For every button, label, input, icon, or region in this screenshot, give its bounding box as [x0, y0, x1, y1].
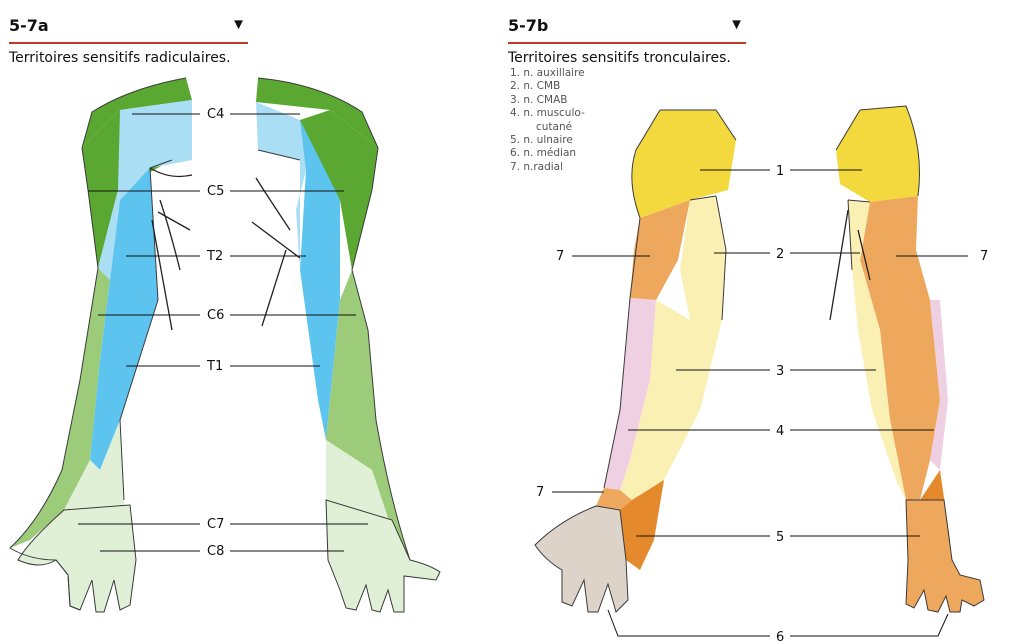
label-7-wrist: 7: [536, 485, 544, 500]
axillary-region: [632, 110, 736, 218]
label-t1: T1: [206, 359, 223, 374]
left-arm-nerves: [535, 110, 736, 612]
right-hand-b: [906, 500, 984, 612]
label-c6: C6: [207, 308, 224, 323]
right-hand: [326, 500, 440, 612]
label-c4: C4: [207, 107, 224, 122]
dermatome-diagram: C4 C5 T2 C6 T1 C7 C8: [0, 0, 500, 644]
label-1: 1: [776, 164, 784, 179]
label-4: 4: [776, 424, 784, 439]
right-nerve-lines: [252, 178, 300, 326]
label-2: 2: [776, 247, 784, 262]
label-c7: C7: [207, 517, 224, 532]
axillary-region: [836, 106, 920, 202]
nerve-territory-diagram: 1 2 7 7 3 4 7 5 6: [500, 0, 1009, 644]
right-arm-dermatomes: [252, 78, 440, 612]
median-hand-region: [535, 506, 628, 612]
label-5: 5: [776, 530, 784, 545]
label-t2: T2: [206, 249, 223, 264]
label-7-right: 7: [980, 249, 988, 264]
label-c5: C5: [207, 184, 224, 199]
label-c8: C8: [207, 544, 224, 559]
label-3: 3: [776, 364, 784, 379]
c5-light-region: [256, 102, 306, 270]
label-7-left: 7: [556, 249, 564, 264]
left-arm-dermatomes: [10, 78, 192, 612]
label-6: 6: [776, 630, 784, 644]
